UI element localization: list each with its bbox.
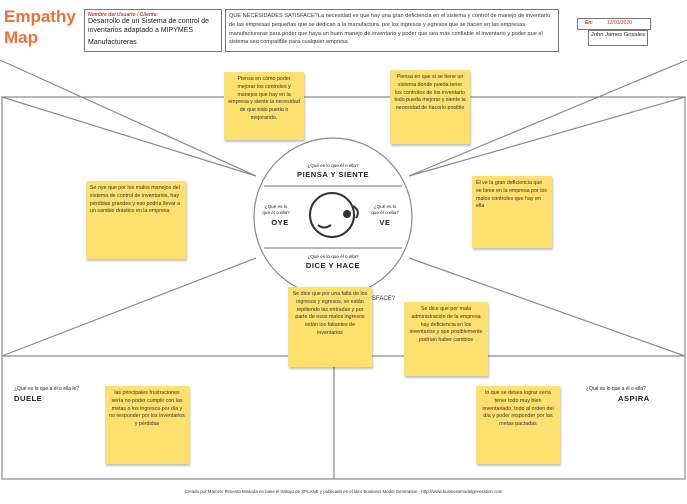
hear-label: OYE [271, 218, 289, 227]
note-pain: las principales frustraciones sería no p… [105, 386, 189, 464]
do-label: DICE Y HACE [305, 261, 361, 270]
do-question: ¿Qué es lo que él o ella? [307, 254, 359, 259]
title-line-1: Empathy [4, 7, 76, 26]
author-name: John James Grisales [588, 30, 648, 46]
client-text: Desarrollo de un Sistema de control de i… [88, 18, 210, 34]
note-think-2: Piensa en que si se tiene un sistema don… [390, 70, 470, 144]
note-see: Él ve la gran deficiencia que se tiene e… [472, 176, 552, 248]
pain-label: DUELE [14, 394, 43, 403]
gain-question: ¿Qué es lo que a él o ella? [586, 386, 646, 392]
client-box: Nombre del Usuario / Cliente: Desarrollo… [84, 9, 222, 52]
head-icon [309, 192, 359, 238]
note-think-1: Piensa en cómo poder mejorar los control… [224, 72, 304, 140]
note-do-1: Se dice que por una falta de los ingreso… [288, 287, 372, 367]
residual-text: SFACE? [372, 296, 396, 302]
page-title: Empathy Map [4, 6, 84, 48]
note-hear: Se oye que por los malos manejos del sis… [86, 181, 186, 259]
footer-credit: Creado por Marcelo Pimenta Miranda en ba… [184, 489, 503, 494]
pain-question: ¿Qué es lo que a él o ella le? [14, 386, 80, 392]
client-label: Nombre del Usuario / Cliente: [88, 12, 159, 18]
see-question: ¿Qué es lo que él o ella? [371, 204, 399, 215]
date-row: En: 12/03/2020 [577, 18, 651, 30]
gain-label: ASPIRA [618, 394, 650, 403]
think-question: ¿Qué es lo que él o ella? [307, 163, 359, 168]
center-circle [253, 137, 413, 297]
client-sub: Manufactureras [88, 39, 137, 47]
see-label: VE [379, 218, 391, 227]
needs-text: QUE NECESIDADES SATISFACE?La necesidad e… [229, 13, 551, 46]
title-line-2: Map [4, 28, 38, 47]
date-label: En: [585, 20, 594, 26]
needs-box: QUE NECESIDADES SATISFACE?La necesidad e… [225, 9, 559, 52]
date-value: 12/03/2020 [607, 20, 633, 26]
think-label: PIENSA Y SIENTE [297, 170, 369, 179]
note-do-2: Se dice que por mala administración de l… [404, 302, 488, 376]
note-gain: lo que se desea lograr sería tener todo … [476, 386, 560, 464]
hear-question: ¿Qué es lo que él o ella? [262, 204, 290, 215]
eye-icon [343, 210, 351, 218]
